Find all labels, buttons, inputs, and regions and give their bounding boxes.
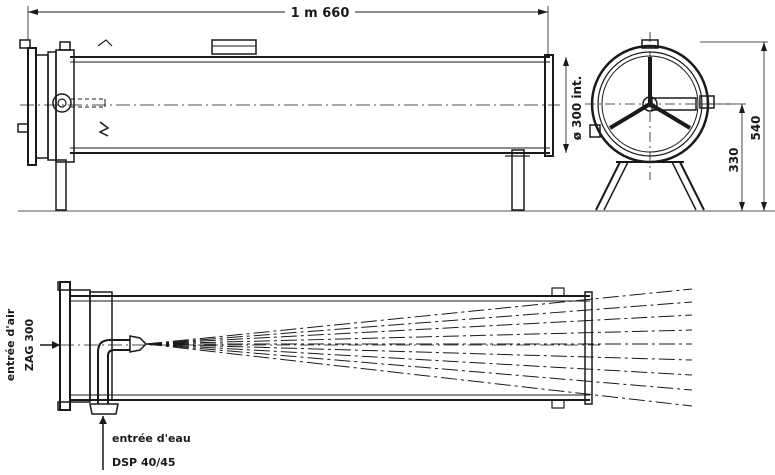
- height-support-label: 330: [727, 147, 741, 172]
- side-elevation-view: 1 m 660 ø 300 int.: [17, 6, 775, 212]
- height-dimensions: 330 540: [700, 41, 768, 211]
- water-inlet-model-label: DSP 40/45: [112, 456, 176, 469]
- left-end-cap-section: [57, 281, 148, 415]
- water-inlet-labels: entrée d'eau DSP 40/45: [112, 432, 191, 469]
- spray-cone: [145, 288, 693, 407]
- left-end-cap-side: [17, 39, 113, 166]
- air-inlet-labels: entrée d'air ZAG 300: [4, 308, 36, 381]
- length-label: 1 m 660: [291, 6, 350, 21]
- top-handle: [211, 39, 257, 55]
- height-total-label: 540: [749, 115, 763, 140]
- air-inlet-label: entrée d'air: [4, 308, 17, 381]
- end-view-stand: [595, 161, 705, 211]
- end-view: [585, 32, 730, 211]
- length-dimension: 1 m 660: [27, 6, 549, 56]
- water-inlet-label: entrée d'eau: [112, 432, 191, 445]
- section-view: [40, 281, 693, 470]
- diameter-dimension: ø 300 int.: [563, 57, 584, 153]
- diameter-label: ø 300 int.: [570, 76, 584, 141]
- air-inlet-model-label: ZAG 300: [23, 319, 36, 372]
- cylinder-body-side: [20, 54, 560, 157]
- support-legs-side: [55, 149, 530, 211]
